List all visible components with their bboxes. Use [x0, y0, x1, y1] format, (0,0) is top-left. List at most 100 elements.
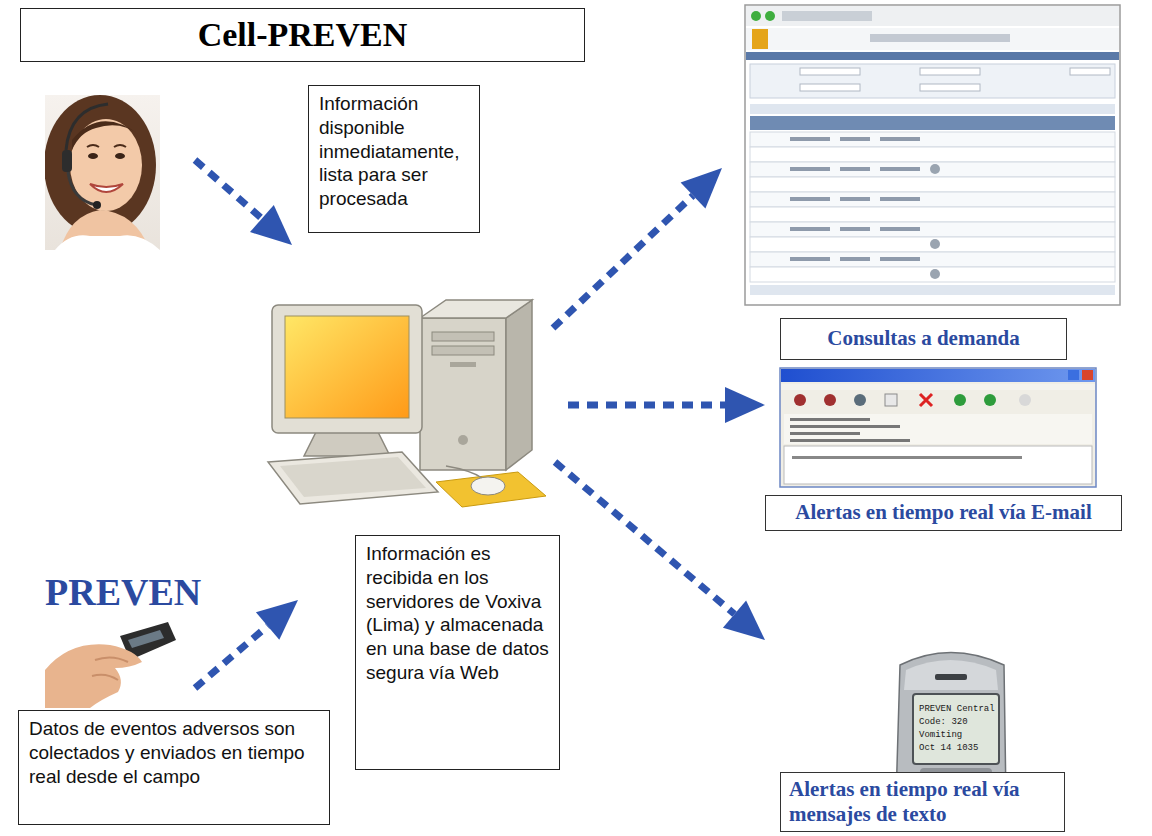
operator-photo-part [88, 153, 98, 159]
feature-box: Alertas en tiempo real vía E-mail [765, 495, 1122, 531]
web-screenshot-part-part [880, 137, 920, 141]
web-screenshot-part-part [750, 192, 1115, 207]
operator-photo-part [93, 201, 101, 209]
web-screenshot-part-part [840, 197, 870, 201]
computer-illustration-part [450, 362, 476, 367]
note-box: Información es recibida en los servidore… [355, 535, 560, 770]
web-screenshot-part [790, 137, 920, 261]
title-box: Cell-PREVEN [20, 8, 585, 62]
computer-illustration-part [285, 316, 409, 418]
computer-illustration-part [458, 435, 468, 445]
web-screenshot-part [1070, 68, 1110, 75]
mobile-phone-part [904, 660, 998, 690]
email-screenshot-part [920, 394, 932, 406]
operator-photo-part [90, 184, 123, 192]
web-screenshot-part-part [880, 257, 920, 261]
web-screenshot-part-part [790, 257, 830, 261]
web-screenshot-part [930, 239, 940, 249]
computer-illustration [268, 300, 546, 507]
computer-illustration-part [432, 346, 494, 355]
web-screenshot-part [746, 52, 1119, 60]
system-name: PREVEN [45, 570, 201, 614]
email-screenshot-part [984, 394, 996, 406]
web-screenshot-part [782, 11, 872, 21]
hand-phone-photo-part [128, 630, 164, 648]
email-screenshot-part [790, 439, 910, 442]
web-screenshot-part [800, 84, 860, 91]
email-screenshot-part [794, 394, 806, 406]
flow-arrow-part [553, 196, 693, 329]
computer-illustration-part [272, 305, 422, 433]
web-screenshot-part [930, 269, 940, 279]
computer-illustration-part [420, 300, 532, 318]
flow-arrow [195, 160, 735, 688]
web-screenshot-part-part [840, 167, 870, 171]
screen-text: PREVEN Central [919, 704, 995, 715]
email-screenshot-part [790, 418, 870, 421]
diagram-title: Cell-PREVEN [198, 16, 408, 54]
screen-text: Code: 320 [919, 717, 968, 728]
arrow-head-part [250, 205, 292, 245]
feature-box: Consultas a demanda [780, 318, 1067, 360]
web-screenshot-part-part [840, 227, 870, 231]
box-text: Información es recibida en los servidore… [366, 542, 549, 685]
mobile-phone-part [913, 694, 999, 764]
web-screenshot-part-part [790, 167, 830, 171]
web-screenshot-part [746, 28, 1119, 50]
operator-photo-part [45, 95, 160, 250]
web-screenshot-part-part [750, 237, 1115, 252]
box-text: Alertas en tiempo real vía mensajes de t… [789, 777, 1056, 827]
web-screenshot-part [746, 6, 1119, 26]
email-screenshot-part [781, 384, 1095, 390]
web-screenshot-part-part [750, 252, 1115, 267]
web-screenshot-part [750, 64, 1115, 98]
web-screenshot-part-part [840, 257, 870, 261]
operator-photo-part [68, 172, 96, 205]
web-screenshot-part-part [790, 227, 830, 231]
screen-text: Oct 14 1035 [919, 743, 978, 754]
box-text: Consultas a demanda [827, 326, 1020, 351]
hand-phone-photo-part [95, 657, 128, 662]
computer-illustration-part [432, 332, 494, 341]
web-screenshot-part [750, 285, 1115, 295]
web-screenshot-part-part [790, 197, 830, 201]
hand-phone-photo-part [45, 620, 177, 708]
arrow-head-part [256, 600, 298, 640]
computer-illustration-part [506, 300, 532, 470]
web-screenshot-part-part [880, 197, 920, 201]
text-group: Alertas en tiempo real vía E-mail [795, 500, 1091, 525]
email-screenshot [780, 368, 1096, 487]
mobile-phone-part [935, 674, 967, 680]
operator-photo-part [115, 153, 125, 159]
web-screenshot-part [920, 84, 980, 91]
web-screenshot-part [745, 5, 1120, 305]
web-screenshot-part [752, 29, 768, 49]
web-screenshot-part [750, 104, 1115, 114]
web-screenshot-part-part [840, 137, 870, 141]
email-screenshot-part [784, 446, 1092, 484]
operator-photo-part [114, 145, 126, 147]
screen-text: Vomiting [919, 730, 962, 741]
email-screenshot-part [1082, 370, 1093, 380]
box-text: Información disponible inmediatamente, l… [319, 92, 469, 211]
email-screenshot-part [790, 432, 860, 435]
text-group: Consultas a demanda [827, 326, 1020, 351]
email-screenshot-part [1019, 394, 1031, 406]
operator-photo [45, 95, 160, 250]
web-screenshot-part-part [750, 222, 1115, 237]
web-screenshot-part-part [750, 162, 1115, 177]
operator-photo-part [62, 150, 72, 172]
web-screenshot-part [765, 11, 775, 21]
web-screenshot [745, 5, 1120, 305]
box-text: Alertas en tiempo real vía E-mail [795, 500, 1091, 525]
operator-photo-part [72, 121, 140, 150]
web-screenshot-part-part [750, 207, 1115, 222]
web-screenshot-part-part [880, 167, 920, 171]
web-screenshot-part [800, 68, 860, 75]
computer-illustration-part [268, 452, 438, 504]
email-screenshot-part [784, 414, 1092, 444]
email-screenshot-part [954, 394, 966, 406]
web-screenshot-part-part [790, 137, 830, 141]
email-screenshot-part [790, 425, 900, 428]
